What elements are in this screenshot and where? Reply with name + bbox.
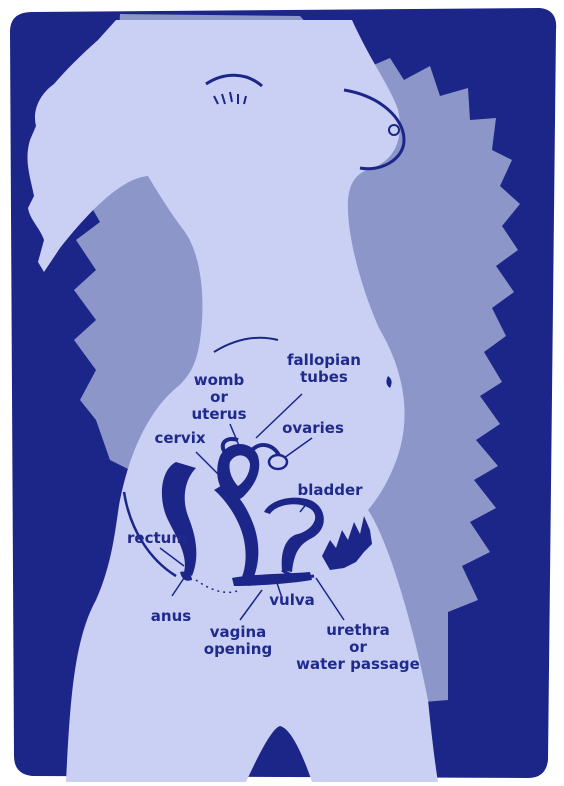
label-rectum: rectum bbox=[126, 530, 188, 547]
label-vagina-opening: vagina opening bbox=[196, 624, 280, 658]
label-fallopian-tubes: fallopian tubes bbox=[274, 352, 374, 386]
label-vulva: vulva bbox=[264, 592, 320, 609]
label-anus: anus bbox=[146, 608, 196, 625]
label-bladder: bladder bbox=[290, 482, 370, 499]
label-womb: womb or uterus bbox=[184, 372, 254, 423]
label-cervix: cervix bbox=[148, 430, 212, 447]
label-ovaries: ovaries bbox=[278, 420, 348, 437]
label-urethra: urethra or water passage bbox=[296, 622, 420, 673]
